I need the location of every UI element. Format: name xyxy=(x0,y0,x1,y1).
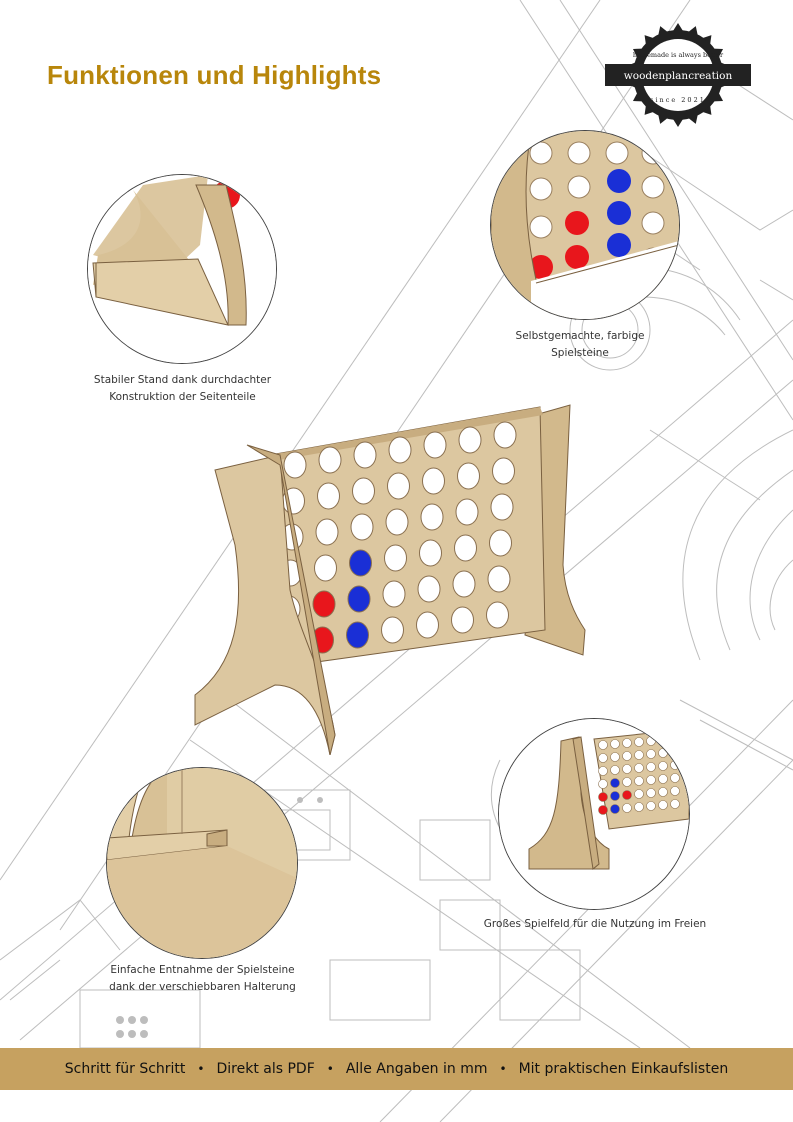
footer-features-band: Schritt für Schritt • Direkt als PDF • A… xyxy=(0,1048,793,1090)
footer-item-shopping-lists: Mit praktischen Einkaufslisten xyxy=(518,1061,729,1077)
board-hole xyxy=(315,518,339,546)
board-hole xyxy=(385,508,409,536)
svg-text:since 2021: since 2021 xyxy=(650,96,706,104)
board-hole xyxy=(634,802,644,812)
feature-caption-large-field: Großes Spielfeld für die Nutzung im Frei… xyxy=(483,918,707,930)
feature-image-large-field xyxy=(498,718,690,910)
game-token xyxy=(610,804,620,814)
board-hole xyxy=(610,752,620,762)
feature-caption-stable-stand: Stabiler Stand dank durchdachter Konstru… xyxy=(93,374,272,403)
board-hole xyxy=(658,748,668,758)
footer-item-pdf: Direkt als PDF xyxy=(216,1061,315,1077)
svg-text:homemade is always better: homemade is always better xyxy=(633,51,724,59)
footer-separator: • xyxy=(197,1062,205,1076)
board-hole xyxy=(455,498,479,526)
feature-caption-tokens: Selbstgemachte, farbige Spielsteine xyxy=(515,330,645,359)
board-hole xyxy=(646,762,656,772)
board-hole xyxy=(622,751,632,761)
board-hole xyxy=(486,601,509,629)
board-hole xyxy=(634,750,644,760)
board-hole xyxy=(493,421,517,449)
feature-image-stable-stand xyxy=(87,174,277,364)
board-hole xyxy=(457,462,480,490)
game-token xyxy=(349,549,372,577)
board-hole xyxy=(417,575,441,603)
page-title: Funktionen und Highlights xyxy=(47,60,382,90)
board-hole xyxy=(622,764,632,774)
board-hole xyxy=(658,761,668,771)
board-hole xyxy=(350,513,374,541)
feature-caption-slider: Einfache Entnahme der Spielsteine dank d… xyxy=(109,964,296,993)
board-hole xyxy=(658,800,668,810)
board-hole xyxy=(283,451,307,479)
board-hole xyxy=(451,606,474,634)
game-token xyxy=(598,792,608,802)
board-hole xyxy=(422,467,445,495)
board-hole xyxy=(598,740,608,750)
board-hole xyxy=(622,738,632,748)
footer-separator: • xyxy=(499,1062,507,1076)
board-hole xyxy=(384,544,407,572)
board-hole xyxy=(353,441,377,469)
board-hole xyxy=(416,611,439,639)
board-hole xyxy=(622,803,632,813)
board-hole xyxy=(610,765,620,775)
board-hole xyxy=(452,570,476,598)
connect-four-board-image xyxy=(194,404,586,755)
board-hole xyxy=(646,788,656,798)
svg-text:woodenplancreation: woodenplancreation xyxy=(624,70,733,82)
brand-logo: woodenplancreation homemade is always be… xyxy=(603,16,753,134)
board-hole xyxy=(387,472,410,500)
board-hole xyxy=(670,786,680,796)
board-hole xyxy=(492,457,515,485)
board-hole xyxy=(487,565,511,593)
board-hole xyxy=(317,482,340,510)
saw-blade-icon: woodenplancreation homemade is always be… xyxy=(605,23,751,127)
board-hole xyxy=(454,534,477,562)
footer-item-mm: Alle Angaben in mm xyxy=(345,1061,488,1077)
footer-item-step-by-step: Schritt für Schritt xyxy=(64,1061,186,1077)
board-hole xyxy=(314,554,337,582)
board-hole xyxy=(634,789,644,799)
game-token xyxy=(598,805,608,815)
board-hole xyxy=(420,503,444,531)
feature-image-tokens xyxy=(490,130,680,320)
board-hole xyxy=(318,446,342,474)
board-hole xyxy=(489,529,512,557)
board-hole xyxy=(490,493,514,521)
footer-separator: • xyxy=(326,1062,334,1076)
board-hole xyxy=(658,774,668,784)
game-token xyxy=(312,590,336,618)
board-hole xyxy=(381,616,404,644)
board-hole xyxy=(634,776,644,786)
board-hole xyxy=(458,426,482,454)
board-hole xyxy=(634,737,644,747)
board-hole xyxy=(610,739,620,749)
board-hole xyxy=(658,787,668,797)
board-hole xyxy=(646,749,656,759)
board-hole xyxy=(423,431,447,459)
board-hole xyxy=(670,773,680,783)
board-hole xyxy=(634,763,644,773)
game-token xyxy=(346,621,369,649)
board-hole xyxy=(670,799,680,809)
board-hole xyxy=(598,753,608,763)
board-hole xyxy=(598,766,608,776)
board-hole xyxy=(388,436,412,464)
game-token xyxy=(347,585,371,613)
board-hole xyxy=(382,580,406,608)
board-hole xyxy=(622,777,632,787)
game-token xyxy=(610,778,620,788)
feature-image-slider xyxy=(106,767,298,959)
board-hole xyxy=(419,539,442,567)
game-token xyxy=(622,790,632,800)
board-hole xyxy=(646,775,656,785)
board-hole xyxy=(646,801,656,811)
game-token xyxy=(610,791,620,801)
board-hole xyxy=(352,477,375,505)
board-hole xyxy=(598,779,608,789)
